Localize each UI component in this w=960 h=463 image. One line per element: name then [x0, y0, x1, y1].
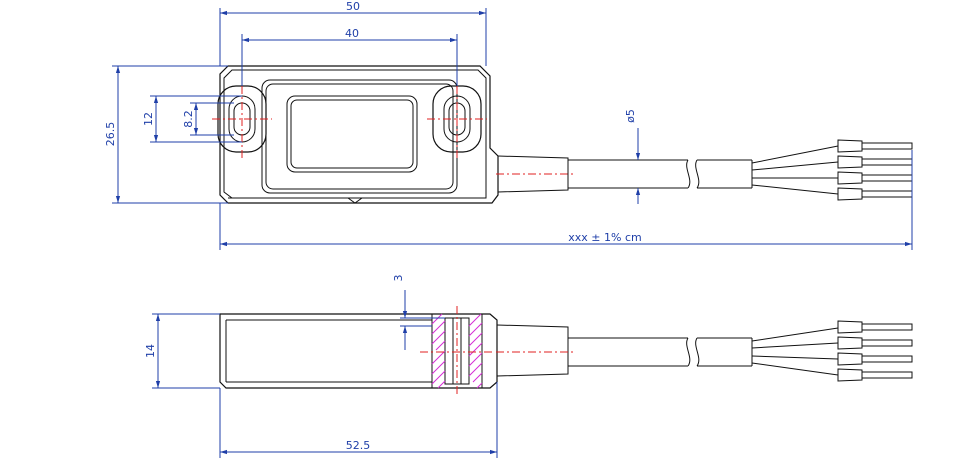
dim-14-label: 14 [144, 344, 157, 358]
top-window [286, 95, 418, 173]
side-section [420, 306, 494, 396]
top-body-outline [219, 65, 499, 204]
side-cable-break-2 [695, 337, 700, 367]
side-ferrules [837, 320, 913, 382]
top-window-inner [290, 99, 414, 169]
top-wire-2 [751, 161, 839, 171]
side-wire-2 [751, 342, 839, 349]
side-cable-break-1 [686, 337, 691, 367]
dim-50-label: 50 [346, 0, 360, 13]
side-wire-3 [751, 355, 839, 360]
side-body-outline [219, 313, 498, 389]
dim-26-5-label: 26.5 [104, 122, 117, 147]
dim-3-label: 3 [392, 275, 405, 282]
top-wire-1 [751, 145, 839, 164]
dim-d5-label: ø5 [624, 109, 637, 123]
dim-40-label: 40 [345, 27, 359, 40]
side-view: 3 14 52.5 [144, 275, 913, 458]
dim-cable-label: xxx ± 1% cm [568, 231, 641, 244]
top-cable-break-2 [695, 159, 700, 189]
dim-52-5-label: 52.5 [346, 439, 371, 452]
top-body-inner [223, 69, 487, 199]
side-wire-4 [751, 362, 839, 376]
dim-12-label: 12 [142, 112, 155, 126]
top-cable-break-1 [686, 159, 691, 189]
top-view: 50 40 26.5 12 8.2 ø5 xxx ± 1% cm [104, 0, 913, 250]
side-strain-relief [496, 324, 569, 377]
side-wire-1 [751, 327, 839, 342]
top-ferrules [837, 139, 913, 201]
dim-8-2-label: 8.2 [182, 110, 195, 128]
top-body-notch [228, 197, 486, 204]
top-strain-relief [497, 155, 569, 193]
top-wire-4 [751, 184, 839, 195]
